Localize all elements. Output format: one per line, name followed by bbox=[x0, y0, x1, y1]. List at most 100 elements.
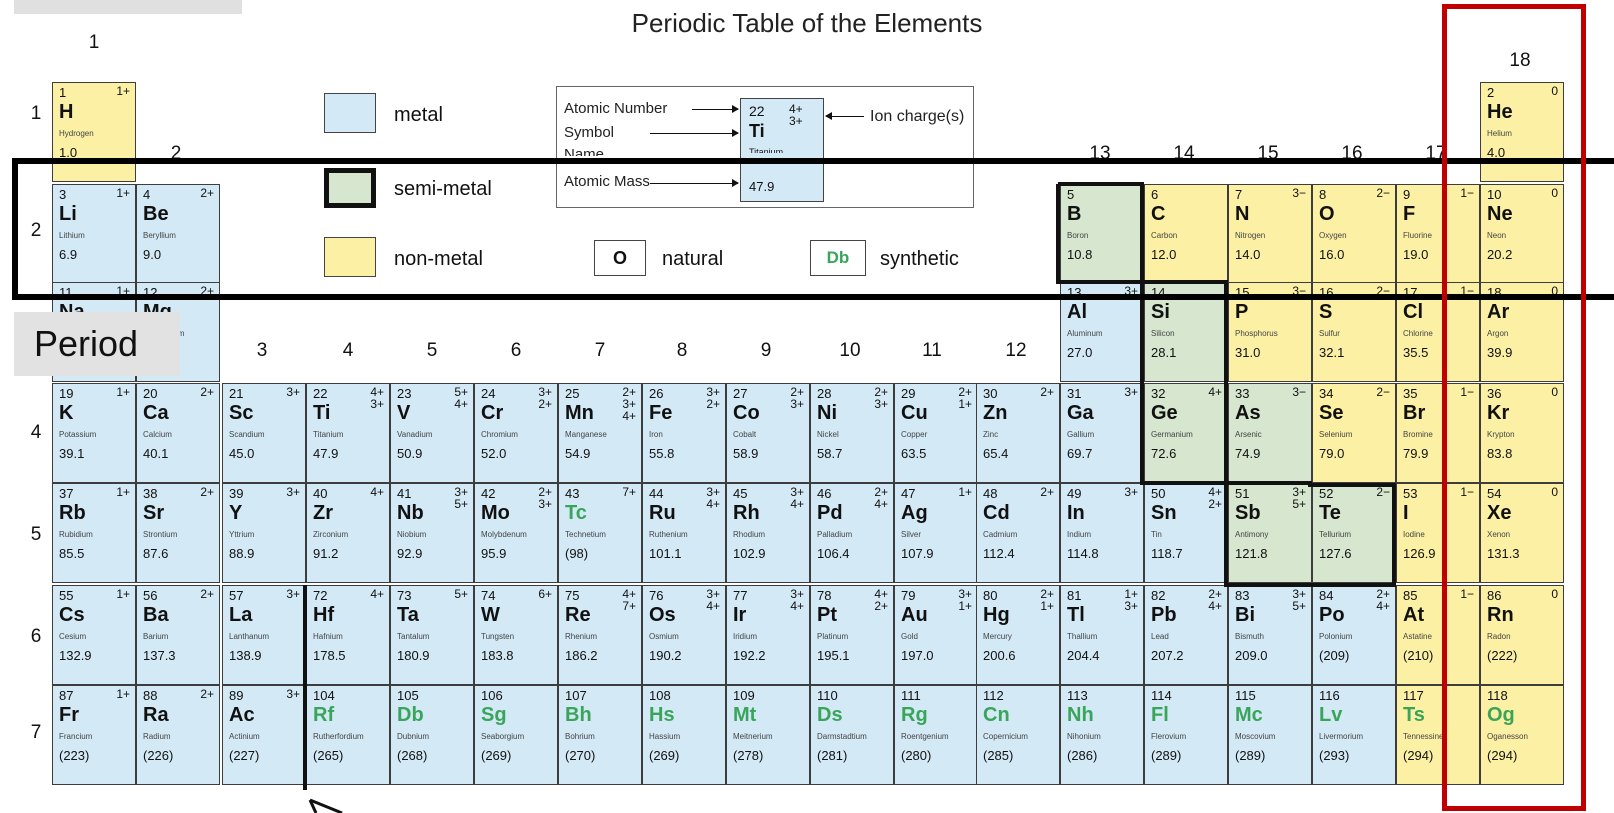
element-name: Tellurium bbox=[1319, 530, 1352, 539]
element-atomic-mass: 137.3 bbox=[143, 648, 176, 663]
element-symbol: Te bbox=[1319, 502, 1341, 524]
element-name: Bismuth bbox=[1235, 632, 1264, 641]
period-label-5: 5 bbox=[30, 524, 42, 545]
element-atomic-number: 55 bbox=[59, 588, 74, 603]
element-atomic-mass: 118.7 bbox=[1151, 546, 1183, 561]
element-atomic-number: 44 bbox=[649, 486, 664, 501]
element-symbol: Ra bbox=[143, 704, 169, 726]
element-atomic-number: 30 bbox=[983, 386, 998, 401]
element-symbol: Hs bbox=[649, 704, 675, 726]
element-ion-charge: 1+ bbox=[116, 186, 130, 200]
legend-metal-swatch bbox=[324, 93, 376, 133]
element-atomic-mass: 14.0 bbox=[1235, 247, 1261, 262]
element-atomic-mass: 28.1 bbox=[1151, 345, 1177, 360]
element-atomic-number: 4 bbox=[143, 187, 151, 202]
element-atomic-number: 34 bbox=[1319, 386, 1334, 401]
element-atomic-mass: 102.9 bbox=[733, 546, 766, 561]
element-symbol: In bbox=[1067, 502, 1085, 524]
element-symbol: Au bbox=[901, 604, 928, 626]
element-symbol: Db bbox=[397, 704, 424, 726]
element-atomic-mass: 32.1 bbox=[1319, 345, 1345, 360]
element-name: Iridium bbox=[733, 632, 758, 641]
period-label-2: 2 bbox=[30, 220, 42, 241]
group-label-6: 6 bbox=[510, 340, 522, 361]
element-name: Chlorine bbox=[1403, 329, 1433, 338]
element-atomic-mass: 4.0 bbox=[1487, 145, 1506, 160]
element-name: Dubnium bbox=[397, 732, 430, 741]
key-name-label: Name bbox=[564, 146, 605, 156]
legend-semi-metal-label: semi-metal bbox=[394, 178, 492, 200]
element-symbol: Tc bbox=[565, 502, 587, 524]
element-symbol: C bbox=[1151, 203, 1166, 225]
element-name: Astatine bbox=[1403, 632, 1432, 641]
element-symbol: Ga bbox=[1067, 402, 1094, 424]
element-atomic-mass: 127.6 bbox=[1319, 546, 1352, 561]
element-atomic-mass: 83.8 bbox=[1487, 446, 1513, 461]
element-atomic-mass: 101.1 bbox=[649, 546, 682, 561]
element-name: Hassium bbox=[649, 732, 681, 741]
element-atomic-number: 49 bbox=[1067, 486, 1082, 501]
key-example-mass: 47.9 bbox=[749, 179, 775, 194]
element-atomic-number: 117 bbox=[1403, 688, 1424, 703]
element-name: Arsenic bbox=[1235, 430, 1262, 439]
group-label-7: 7 bbox=[594, 340, 606, 361]
element-atomic-number: 56 bbox=[143, 588, 158, 603]
element-atomic-mass: 183.8 bbox=[481, 648, 514, 663]
element-atomic-number: 23 bbox=[397, 386, 412, 401]
element-atomic-number: 108 bbox=[649, 688, 671, 703]
element-ion-charge: 1+ bbox=[116, 84, 130, 98]
period-label-1: 1 bbox=[30, 103, 42, 124]
element-atomic-number: 109 bbox=[733, 688, 755, 703]
group-label-11: 11 bbox=[922, 340, 942, 361]
group-label-3: 3 bbox=[256, 340, 268, 361]
element-symbol: Fr bbox=[59, 704, 79, 726]
element-name: Tennessine bbox=[1403, 732, 1444, 741]
element-atomic-mass: 178.5 bbox=[313, 648, 346, 663]
element-ion-charge: 3+ 4+ bbox=[706, 485, 720, 511]
element-name: Copernicium bbox=[983, 732, 1028, 741]
element-atomic-mass: 204.4 bbox=[1067, 648, 1100, 663]
element-atomic-mass: 54.9 bbox=[565, 446, 591, 461]
element-symbol: H bbox=[59, 101, 74, 123]
element-atomic-number: 74 bbox=[481, 588, 496, 603]
group-label-10: 10 bbox=[839, 340, 861, 361]
element-name: Francium bbox=[59, 732, 93, 741]
element-symbol: Ar bbox=[1487, 301, 1510, 323]
element-ion-charge: 0 bbox=[1551, 186, 1558, 200]
element-symbol: Fe bbox=[649, 402, 673, 424]
element-atomic-mass: 20.2 bbox=[1487, 247, 1513, 262]
element-symbol: Ru bbox=[649, 502, 676, 524]
element-name: Radium bbox=[143, 732, 171, 741]
element-symbol: Ba bbox=[143, 604, 169, 626]
element-ion-charge: 4+ bbox=[370, 485, 384, 499]
element-atomic-mass: (294) bbox=[1487, 748, 1518, 763]
element-atomic-mass: 47.9 bbox=[313, 446, 339, 461]
element-ion-charge: 1+ bbox=[116, 385, 130, 399]
element-atomic-number: 33 bbox=[1235, 386, 1250, 401]
element-name: Darmstadtium bbox=[817, 732, 867, 741]
element-atomic-mass: 27.0 bbox=[1067, 345, 1093, 360]
element-name: Selenium bbox=[1319, 430, 1353, 439]
element-symbol: Mo bbox=[481, 502, 510, 524]
element-ion-charge: 3+ bbox=[1124, 385, 1138, 399]
element-ion-charge: 2+ 4+ bbox=[1376, 587, 1390, 613]
element-name: Rhodium bbox=[733, 530, 766, 539]
element-atomic-mass: 69.7 bbox=[1067, 446, 1093, 461]
